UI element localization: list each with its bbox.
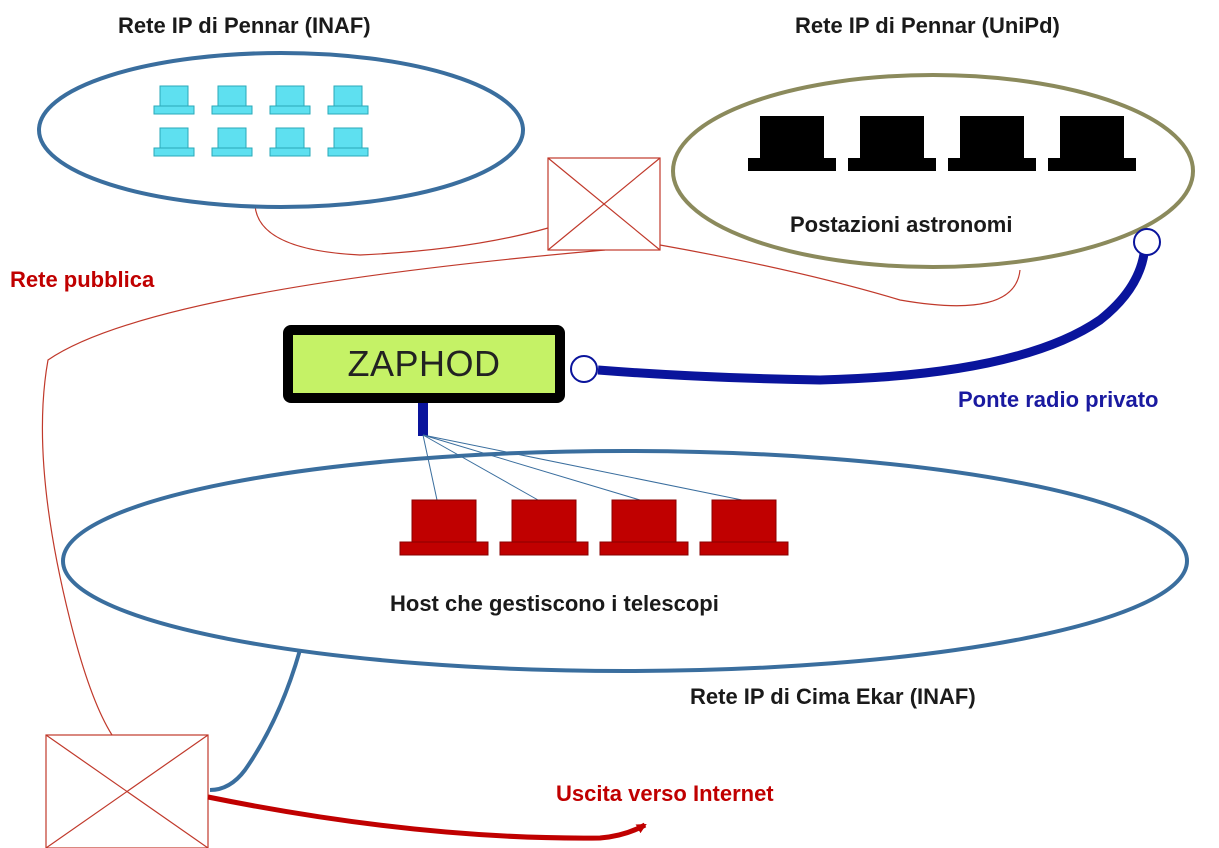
unipd-computers: [748, 116, 1136, 171]
zaphod-server: ZAPHOD: [283, 325, 565, 403]
inaf-computers: [153, 85, 369, 157]
label-postazioni: Postazioni astronomi: [790, 212, 1013, 237]
computer-icon: [1048, 116, 1136, 171]
computer-icon: [327, 85, 369, 115]
router-icon: [547, 157, 661, 251]
label-pennar-unipd: Rete IP di Pennar (UniPd): [795, 13, 1060, 38]
computer-icon: [699, 499, 789, 556]
label-pennar-inaf: Rete IP di Pennar (INAF): [118, 13, 371, 38]
cima-ekar-uplink: [209, 649, 302, 792]
computer-icon: [269, 85, 311, 115]
radio-antenna-unipd: [1133, 228, 1161, 256]
computer-icon: [211, 127, 253, 157]
computer-icon: [399, 499, 489, 556]
public-link-inaf: [254, 204, 549, 256]
label-cima-ekar: Rete IP di Cima Ekar (INAF): [690, 684, 976, 709]
label-host-telescopi: Host che gestiscono i telescopi: [390, 591, 719, 616]
public-link-unipd: [659, 244, 1021, 307]
zaphod-uplink: [418, 400, 428, 436]
public-link-trunk: [41, 249, 606, 736]
computer-icon: [499, 499, 589, 556]
computer-icon: [153, 85, 195, 115]
label-rete-pubblica: Rete pubblica: [10, 267, 155, 292]
computer-icon: [327, 127, 369, 157]
radio-antenna-zaphod: [570, 355, 598, 383]
computer-icon: [748, 116, 836, 171]
computer-icon: [599, 499, 689, 556]
inaf-pennar-ellipse: [37, 51, 525, 209]
zaphod-panel: ZAPHOD: [293, 335, 555, 393]
cima-ekar-ellipse: [61, 449, 1189, 673]
unipd-pennar-ellipse: [671, 73, 1195, 269]
computer-icon: [848, 116, 936, 171]
computer-icon: [211, 85, 253, 115]
radio-link: [597, 253, 1149, 385]
internet-exit-arrow: [207, 794, 647, 841]
label-uscita-internet: Uscita verso Internet: [556, 781, 774, 806]
zaphod-label: ZAPHOD: [347, 343, 501, 384]
label-ponte-radio: Ponte radio privato: [958, 387, 1159, 412]
computer-icon: [269, 127, 311, 157]
zaphod-star-links: [422, 434, 743, 501]
router-icon: [45, 734, 209, 848]
computer-icon: [948, 116, 1036, 171]
telescope-hosts: [399, 499, 789, 556]
computer-icon: [153, 127, 195, 157]
